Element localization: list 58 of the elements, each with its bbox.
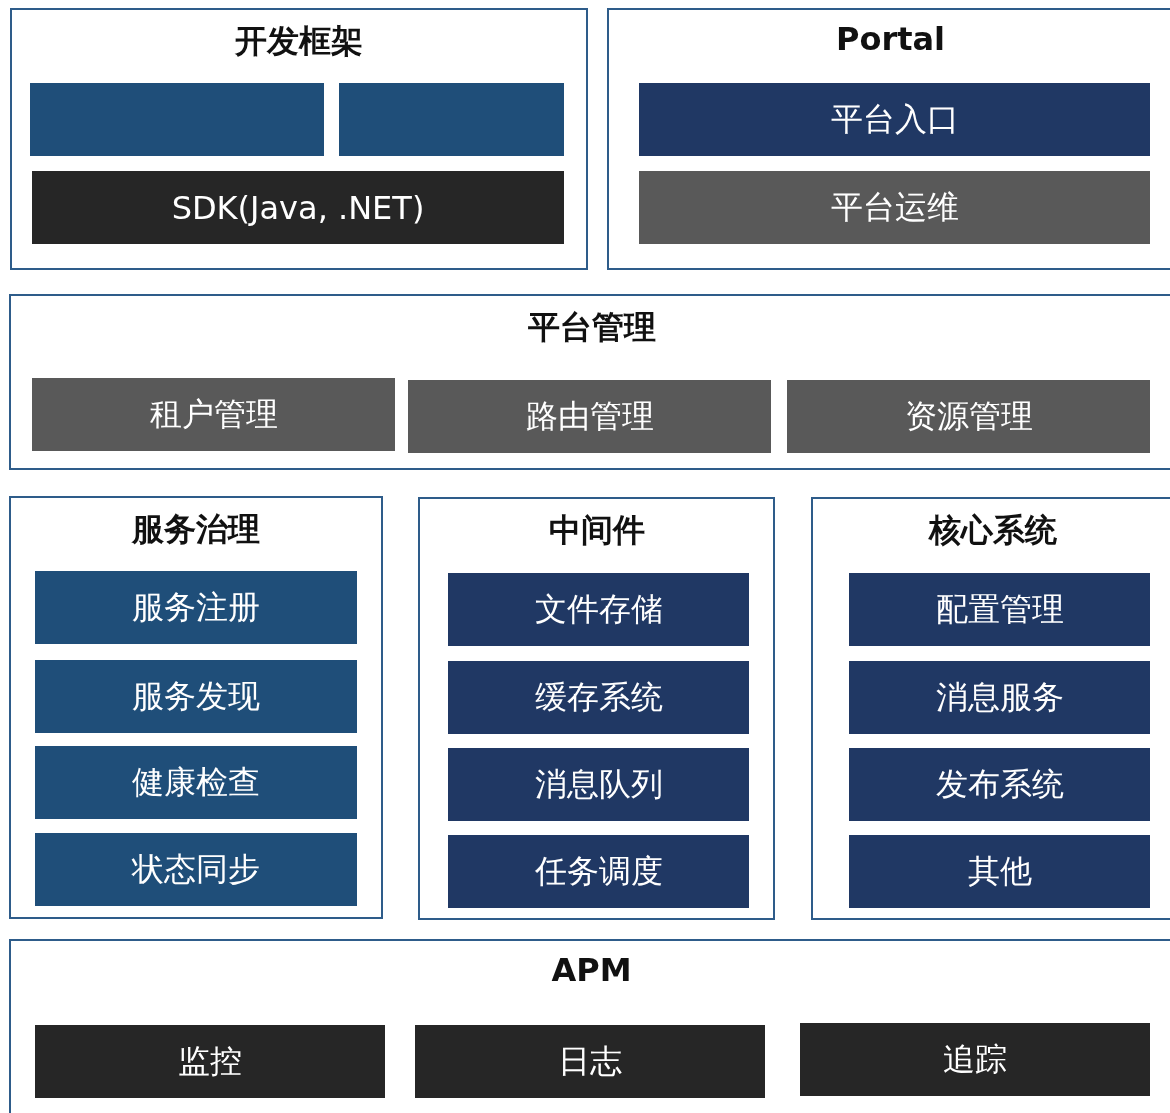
module-label: 追踪 xyxy=(943,1038,1007,1080)
module-label: 服务注册 xyxy=(132,586,260,628)
module-box xyxy=(639,83,1150,156)
module-box xyxy=(35,1025,385,1098)
module-box xyxy=(448,573,749,646)
layer-title: 中间件 xyxy=(547,510,646,551)
module-box xyxy=(800,1023,1150,1096)
module-box xyxy=(339,83,564,156)
layer-title: 服务治理 xyxy=(130,509,261,550)
module-box xyxy=(408,380,771,453)
module-box xyxy=(32,171,564,244)
layer-title: APM xyxy=(550,951,633,989)
module-box xyxy=(849,835,1150,908)
layer-panel xyxy=(811,497,1170,920)
module-box xyxy=(32,378,395,451)
module-label: 发布系统 xyxy=(935,763,1064,805)
module-label: 平台入口 xyxy=(830,98,959,140)
module-box xyxy=(415,1025,765,1098)
module-label: 文件存储 xyxy=(534,588,663,630)
module-box xyxy=(30,83,324,156)
module-label: SDK(Java, .NET) xyxy=(171,188,425,227)
layer-panel xyxy=(9,496,383,919)
module-label: 缓存系统 xyxy=(534,676,663,718)
module-box xyxy=(448,835,749,908)
module-label: 消息队列 xyxy=(534,763,663,805)
module-box xyxy=(35,571,357,644)
layer-panel xyxy=(9,294,1170,470)
module-label: 资源管理 xyxy=(904,395,1033,437)
layer-panel xyxy=(10,8,588,270)
layer-title: 核心系统 xyxy=(927,510,1058,551)
module-label: 平台运维 xyxy=(830,186,959,228)
module-box xyxy=(35,833,357,906)
module-box xyxy=(849,748,1150,821)
module-label: 任务调度 xyxy=(534,850,663,892)
module-label: 日志 xyxy=(558,1040,622,1082)
module-box xyxy=(448,661,749,734)
module-label: 配置管理 xyxy=(935,588,1064,630)
layer-panel xyxy=(9,939,1170,1113)
module-label: 健康检查 xyxy=(132,761,260,803)
module-label: 租户管理 xyxy=(149,393,278,435)
module-box xyxy=(448,748,749,821)
module-box xyxy=(35,660,357,733)
module-label: 消息服务 xyxy=(935,676,1064,718)
module-box xyxy=(787,380,1150,453)
module-box xyxy=(849,661,1150,734)
module-box xyxy=(35,746,357,819)
layer-panel xyxy=(607,8,1170,270)
layer-title: 平台管理 xyxy=(526,307,657,348)
module-label: 监控 xyxy=(178,1040,242,1082)
module-label: 路由管理 xyxy=(525,395,654,437)
module-label: 状态同步 xyxy=(132,848,260,890)
module-label: 服务发现 xyxy=(132,675,260,717)
module-box xyxy=(849,573,1150,646)
layer-title: Portal xyxy=(834,20,947,58)
layer-title: 开发框架 xyxy=(234,21,364,62)
layer-panel xyxy=(418,497,775,920)
module-label: 其他 xyxy=(967,850,1032,892)
module-box xyxy=(639,171,1150,244)
